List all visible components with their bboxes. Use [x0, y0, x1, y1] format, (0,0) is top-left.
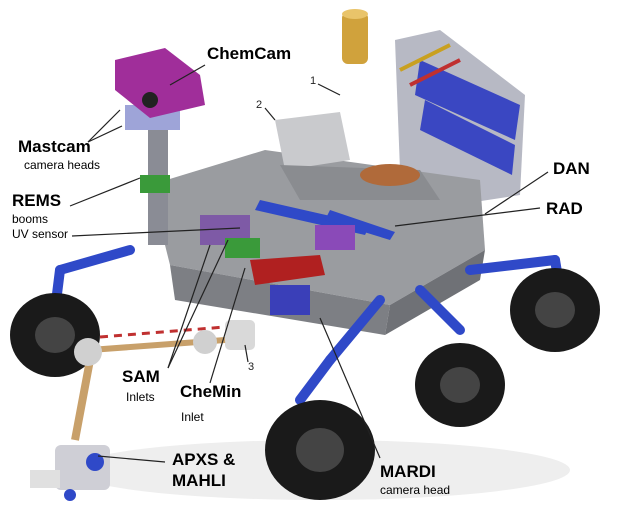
- rover-body: [150, 112, 485, 350]
- gold-canister: [342, 9, 368, 64]
- drill-bit-box: [360, 164, 420, 186]
- label-apxs: APXS &: [172, 450, 236, 469]
- label-chemcam: ChemCam: [207, 44, 292, 63]
- label-sam-sub: Inlets: [126, 390, 155, 404]
- remote-sensing-mast: [115, 48, 205, 245]
- label-rems: REMS: [12, 191, 62, 210]
- label-mardi: MARDI: [380, 462, 436, 481]
- label-mastcam-sub: camera heads: [24, 158, 101, 172]
- label-dan: DAN: [553, 159, 590, 178]
- callout-number-3: 3: [248, 361, 255, 373]
- label-rad: RAD: [546, 199, 583, 218]
- arm-turret: [30, 445, 110, 501]
- label-chemin-sub: Inlet: [181, 410, 204, 424]
- label-mastcam: Mastcam: [18, 137, 91, 156]
- label-sam: SAM: [122, 367, 160, 386]
- rtg-power-unit: [395, 30, 525, 205]
- leader-lines: [69, 64, 549, 463]
- chemcam-unit: [115, 48, 205, 118]
- callout-number-1: 1: [310, 75, 317, 87]
- callout-number-2: 2: [256, 99, 263, 111]
- label-mardi-sub: camera head: [380, 483, 451, 497]
- label-chemin: CheMin: [180, 382, 242, 401]
- robotic-arm: [30, 325, 226, 501]
- label-rems-sub1: booms: [12, 212, 49, 226]
- label-mahli: MAHLI: [172, 471, 226, 490]
- label-rems-sub2: UV sensor: [12, 227, 69, 241]
